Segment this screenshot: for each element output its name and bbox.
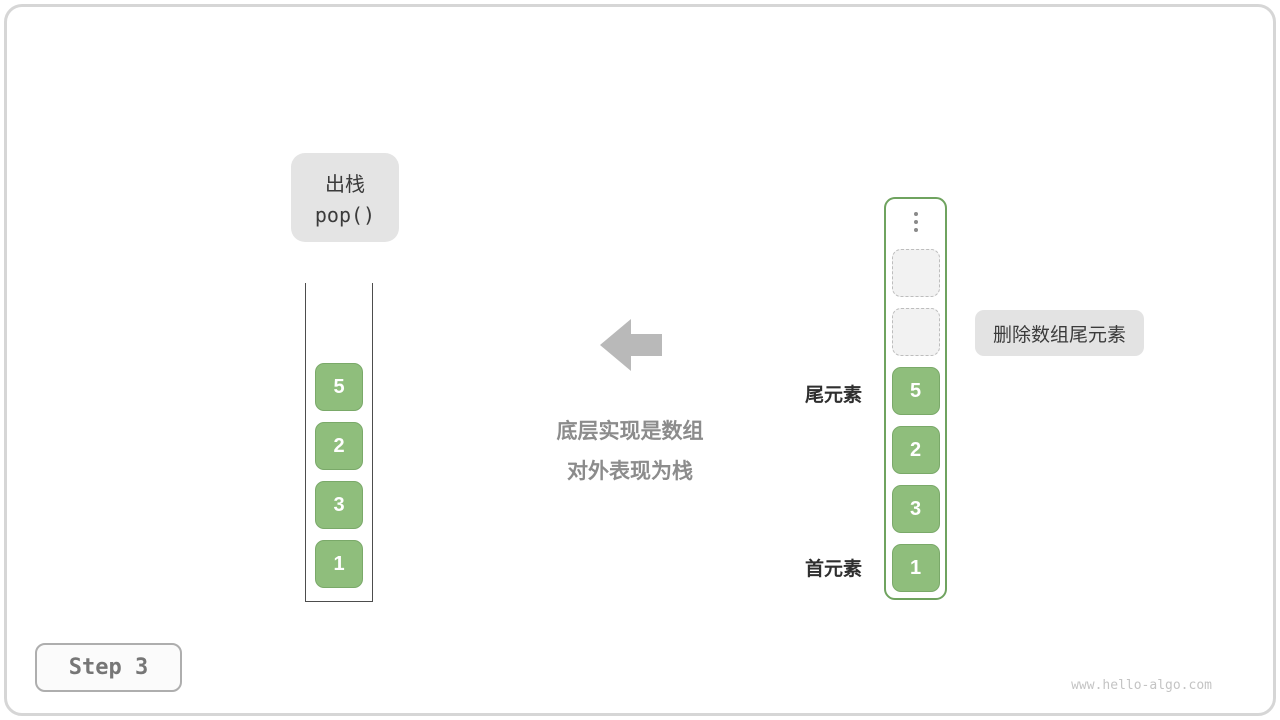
watermark: www.hello-algo.com (1071, 678, 1212, 693)
step-indicator: Step 3 (35, 643, 182, 692)
pop-label-text: 出栈 (325, 174, 365, 196)
array-container: 5 2 3 1 (884, 197, 947, 600)
pop-label-code: pop() (314, 203, 376, 227)
middle-caption: 底层实现是数组 对外表现为栈 (480, 412, 780, 492)
array-cell: 2 (891, 426, 940, 474)
pop-operation-label: 出栈 pop() (291, 153, 399, 242)
array-empty-cell (891, 308, 940, 356)
delete-annotation: 删除数组尾元素 (975, 310, 1145, 356)
array-cell: 3 (891, 485, 940, 533)
stack-cell: 3 (315, 481, 363, 529)
caption-line: 底层实现是数组 (556, 420, 704, 443)
left-arrow-icon (600, 319, 662, 371)
dot (913, 212, 918, 216)
stack-container: 5 2 3 1 (305, 283, 373, 602)
head-element-label: 首元素 (804, 559, 862, 580)
array-cell: 1 (891, 544, 940, 592)
stack-cell: 1 (315, 540, 363, 588)
tail-element-label: 尾元素 (804, 385, 862, 406)
ellipsis-icon (913, 206, 918, 238)
arrow-bar (631, 334, 662, 356)
array-cell: 5 (891, 367, 940, 415)
caption-line: 对外表现为栈 (567, 460, 693, 483)
dot (913, 220, 918, 224)
dot (913, 228, 918, 232)
diagram-frame (4, 4, 1276, 716)
array-empty-cell (891, 249, 940, 297)
stack-cell: 2 (315, 422, 363, 470)
stack-cell: 5 (315, 363, 363, 411)
arrow-head (600, 319, 631, 371)
